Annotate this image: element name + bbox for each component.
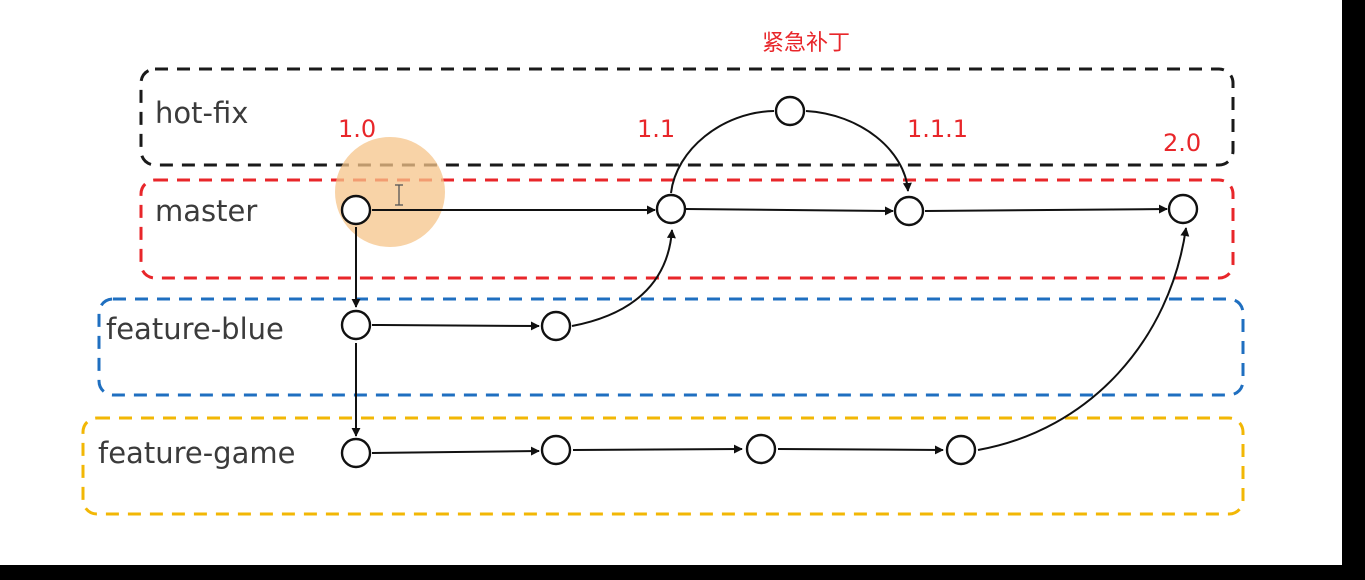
commit-master-1-0	[340, 194, 372, 226]
commit-master-1-1-1	[893, 195, 925, 227]
edge-master-1-1-to-1-1-1	[685, 206, 894, 216]
lane-box-feature-blue	[97, 297, 1245, 397]
cursor-highlight	[335, 137, 445, 247]
commit-feature-blue-start	[340, 309, 372, 341]
edge-feature-blue-merge-to-1-1	[571, 229, 676, 327]
commit-feature-blue-1	[540, 310, 572, 342]
edge-feature-game-merge-to-2-0	[977, 227, 1190, 451]
commit-feature-game-3	[945, 434, 977, 466]
version-label-1-1: 1.1	[637, 115, 675, 143]
diagram-svg: hot-fix master feature-blue feature-game…	[81, 31, 1245, 516]
version-label-1-0: 1.0	[338, 115, 376, 143]
commit-feature-game-1	[540, 434, 572, 466]
lane-box-master	[139, 178, 1235, 280]
edge-feature-game-3	[777, 445, 944, 455]
edge-feature-game-2	[572, 444, 743, 454]
version-label-1-1-1: 1.1.1	[907, 115, 968, 143]
version-label-2-0: 2.0	[1163, 129, 1201, 157]
hotfix-annotation: 紧急补丁	[762, 31, 850, 56]
commits	[340, 95, 1199, 469]
lane-box-feature-game	[81, 416, 1245, 516]
lane-label-hotfix: hot-fix	[155, 96, 248, 130]
lane-label-feature-game: feature-game	[98, 436, 295, 470]
lane-box-hotfix	[139, 67, 1235, 167]
commit-feature-game-2	[745, 433, 777, 465]
commit-master-1-1	[655, 193, 687, 225]
lane-label-master: master	[155, 194, 257, 228]
commit-master-2-0	[1167, 193, 1199, 225]
git-branch-diagram: hot-fix master feature-blue feature-game…	[0, 0, 1342, 565]
edge-1-1-to-hotfix	[670, 110, 775, 194]
commit-feature-game-start	[340, 437, 372, 469]
edges	[351, 110, 1190, 456]
edge-master-1-1-1-to-2-0	[924, 204, 1168, 214]
commit-hotfix	[774, 95, 806, 127]
edge-feature-blue-1	[371, 321, 540, 331]
edge-feature-game-1	[371, 446, 540, 456]
edge-hotfix-to-1-1-1	[805, 110, 912, 192]
lane-label-feature-blue: feature-blue	[106, 312, 284, 346]
text-cursor-icon	[395, 184, 403, 206]
